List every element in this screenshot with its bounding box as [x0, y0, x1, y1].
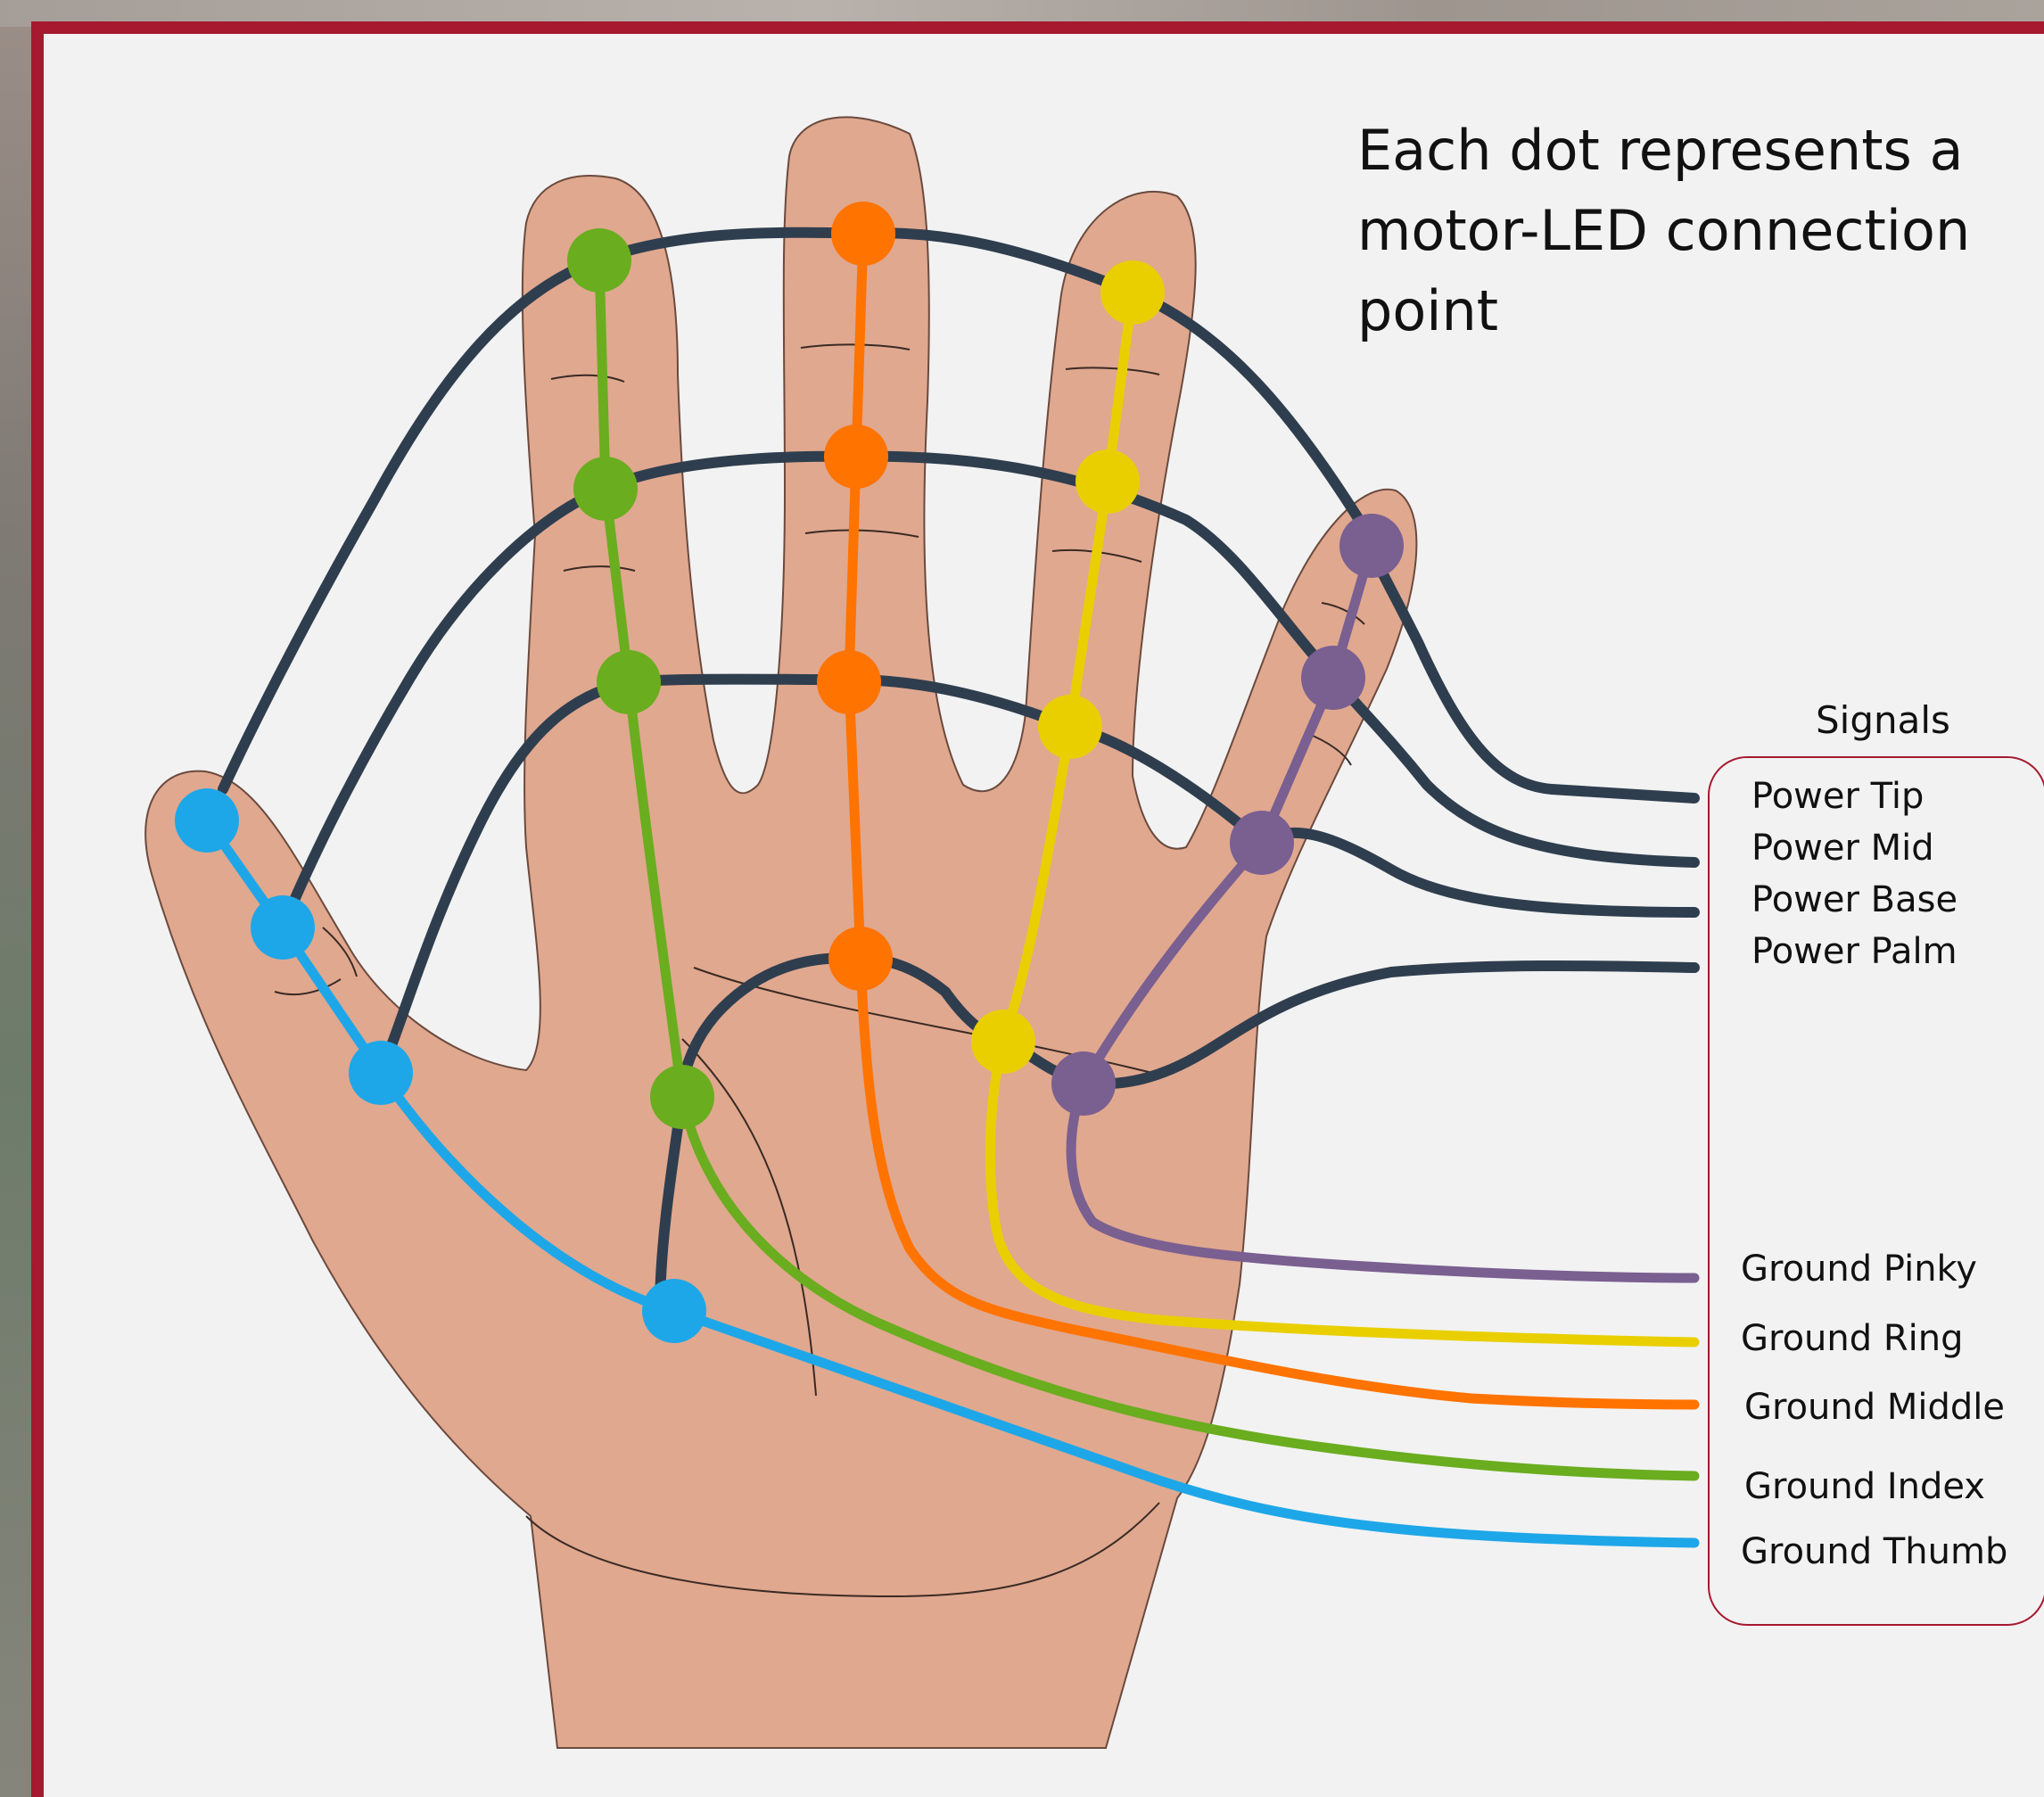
signals-title: Signals: [1816, 698, 1950, 742]
dot-middle-palm: [828, 927, 893, 991]
dot-pinky-palm: [1051, 1051, 1116, 1116]
signal-ground-index: Ground Index: [1744, 1466, 1985, 1507]
dot-thumb-tip: [175, 788, 239, 853]
dot-middle-tip: [831, 202, 895, 266]
dot-middle-base: [817, 650, 881, 714]
signal-ground-middle: Ground Middle: [1744, 1387, 2005, 1428]
dot-index-tip: [567, 228, 631, 293]
dot-thumb-palm: [642, 1279, 706, 1343]
signal-ground-pinky: Ground Pinky: [1741, 1249, 1977, 1290]
dot-index-base: [597, 650, 661, 714]
dot-thumb-mid: [251, 895, 315, 960]
dot-index-palm: [650, 1065, 714, 1129]
signal-power-palm: Power Palm: [1751, 931, 1957, 972]
dot-ring-palm: [971, 1010, 1035, 1074]
signal-power-mid: Power Mid: [1751, 828, 1934, 869]
dot-index-mid: [573, 457, 638, 521]
dot-pinky-mid: [1301, 646, 1365, 710]
signal-ground-ring: Ground Ring: [1741, 1318, 1964, 1359]
signal-power-tip: Power Tip: [1751, 776, 1924, 817]
dot-ring-mid: [1076, 449, 1140, 514]
dot-ring-base: [1038, 695, 1102, 759]
dot-thumb-base: [349, 1041, 413, 1105]
signal-power-base: Power Base: [1751, 879, 1957, 920]
dot-pinky-tip: [1339, 514, 1404, 578]
dot-ring-tip: [1100, 260, 1165, 325]
signal-ground-thumb: Ground Thumb: [1741, 1531, 2007, 1572]
dot-pinky-base: [1230, 811, 1294, 875]
diagram-caption: Each dot represents a motor-LED connecti…: [1357, 111, 2035, 351]
dot-middle-mid: [824, 425, 888, 489]
